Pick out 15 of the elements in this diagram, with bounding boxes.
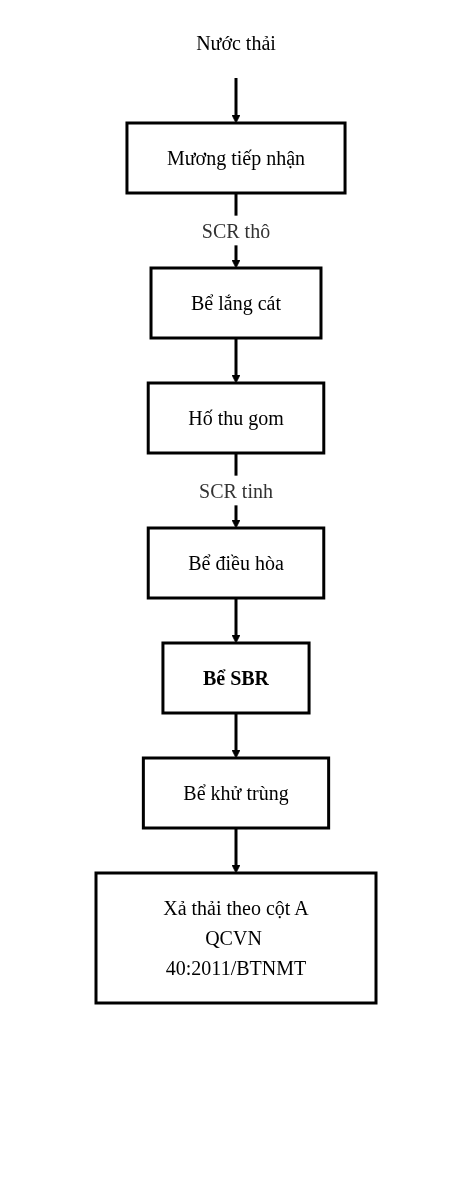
node-text: Nước thải bbox=[195, 32, 276, 54]
arrow bbox=[231, 713, 240, 759]
edge-label: SCR tinh bbox=[198, 479, 273, 502]
node-box: Bể lắng cát bbox=[149, 266, 322, 340]
node-box: Bể SBR bbox=[160, 641, 311, 715]
arrow bbox=[231, 828, 240, 874]
arrow bbox=[231, 598, 240, 644]
node-box: Bể khử trùng bbox=[141, 756, 330, 830]
node-box: Hố thu gom bbox=[146, 381, 325, 455]
edge-label: SCR thô bbox=[201, 219, 270, 242]
node-box: Bể điều hòa bbox=[146, 526, 325, 600]
arrow bbox=[231, 338, 240, 384]
arrow bbox=[231, 78, 240, 124]
node-box: Mương tiếp nhận bbox=[124, 121, 347, 195]
node-box: Xả thải theo cột A QCVN 40:2011/BTNMT bbox=[94, 871, 377, 1005]
